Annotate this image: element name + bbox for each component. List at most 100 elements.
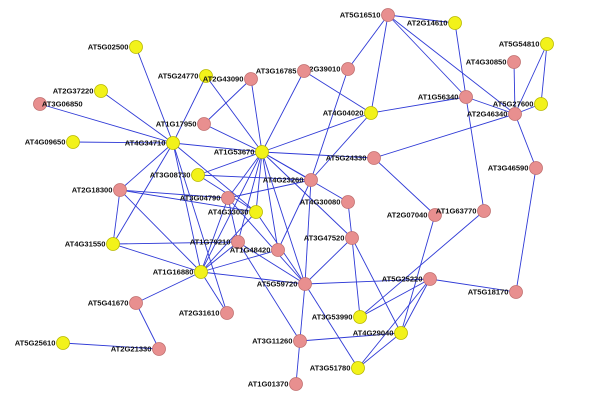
node-AT5G25610[interactable]: AT5G25610 <box>15 336 70 350</box>
node-circle-AT3G47520[interactable] <box>345 231 359 245</box>
node-circle-AT2G18300[interactable] <box>113 183 127 197</box>
node-circle-AT4G31550[interactable] <box>106 237 120 251</box>
node-AT3G51780[interactable]: AT3G51780 <box>310 361 365 375</box>
node-circle-AT5G02500[interactable] <box>129 40 143 54</box>
node-circle-AT3G08730[interactable] <box>191 168 205 182</box>
node-circle-AT1G17950[interactable] <box>197 117 211 131</box>
node-circle-AT5G54810[interactable] <box>540 37 554 51</box>
node-circle-AT4G34710[interactable] <box>166 136 180 150</box>
node-AT5G24770[interactable]: AT5G24770 <box>158 69 213 83</box>
node-AT1G56340[interactable]: AT1G56340 <box>418 90 473 104</box>
node-AT4G23260[interactable]: AT4G23260 <box>263 173 318 187</box>
node-AT4G30850[interactable]: AT4G30850 <box>466 55 521 69</box>
edge-AT2G46340-AT3G46590 <box>514 113 537 169</box>
node-AT2G39010[interactable]: AT2G39010 <box>300 62 355 76</box>
edge-AT1G16880-AT5G59720 <box>200 271 306 285</box>
node-circle-AT3G53990[interactable] <box>353 310 367 324</box>
node-circle-AT3G11260[interactable] <box>293 334 307 348</box>
node-circle-AT3G51780[interactable] <box>351 361 365 375</box>
node-circle-AT2G43090[interactable] <box>244 72 258 86</box>
node-AT2G21330[interactable]: AT2G21330 <box>111 342 166 356</box>
node-circle-AT3G04790[interactable] <box>221 191 235 205</box>
node-circle-AT2G46340[interactable] <box>508 107 522 121</box>
node-circle-AT5G24770[interactable] <box>199 69 213 83</box>
node-circle-AT1G79210[interactable] <box>231 235 245 249</box>
node-AT3G53990[interactable]: AT3G53990 <box>312 310 367 324</box>
node-AT5G59720[interactable]: AT5G59720 <box>257 277 312 291</box>
node-circle-AT4G30080[interactable] <box>341 195 355 209</box>
node-circle-AT1G56340[interactable] <box>459 90 473 104</box>
node-circle-AT5G41670[interactable] <box>129 296 143 310</box>
node-AT4G09650[interactable]: AT4G09650 <box>25 135 80 149</box>
node-circle-AT1G16880[interactable] <box>194 265 208 279</box>
node-AT1G63770[interactable]: AT1G63770 <box>436 204 491 218</box>
node-AT4G30080[interactable]: AT4G30080 <box>300 195 355 209</box>
node-AT5G18170[interactable]: AT5G18170 <box>468 285 523 299</box>
edge-AT3G46590-AT5G18170 <box>515 167 537 293</box>
node-circle-AT5G24330[interactable] <box>367 151 381 165</box>
edge-AT2G14610-AT1G56340 <box>454 22 467 98</box>
node-circle-AT4G23260[interactable] <box>304 173 318 187</box>
node-AT3G08730[interactable]: AT3G08730 <box>150 168 205 182</box>
node-circle-AT5G59720[interactable] <box>298 277 312 291</box>
node-circle-AT5G25220[interactable] <box>423 272 437 286</box>
node-circle-AT4G30850[interactable] <box>507 55 521 69</box>
node-AT2G37220[interactable]: AT2G37220 <box>53 84 108 98</box>
node-AT1G17950[interactable]: AT1G17950 <box>156 117 211 131</box>
node-circle-AT3G46590[interactable] <box>529 161 543 175</box>
node-circle-AT1G48420[interactable] <box>271 243 285 257</box>
node-circle-AT2G14610[interactable] <box>448 16 462 30</box>
node-AT4G34710[interactable]: AT4G34710 <box>125 136 180 150</box>
node-AT3G16785[interactable]: AT3G16785 <box>256 64 311 78</box>
node-circle-AT4G29040[interactable] <box>394 326 408 340</box>
edge-AT2G46340-AT5G24330 <box>373 113 516 159</box>
node-AT5G41670[interactable]: AT5G41670 <box>88 296 143 310</box>
node-AT4G31550[interactable]: AT4G31550 <box>65 237 120 251</box>
node-circle-AT5G25610[interactable] <box>56 336 70 350</box>
node-label-AT3G53990: AT3G53990 <box>312 313 353 322</box>
node-AT1G16880[interactable]: AT1G16880 <box>153 265 208 279</box>
node-circle-AT5G18170[interactable] <box>509 285 523 299</box>
node-label-AT5G27600: AT5G27600 <box>493 100 534 109</box>
node-circle-AT2G07040[interactable] <box>428 208 442 222</box>
node-AT2G46340[interactable]: AT2G46340 <box>467 107 522 121</box>
node-circle-AT4G04020[interactable] <box>364 106 378 120</box>
node-circle-AT1G01370[interactable] <box>289 377 303 391</box>
node-AT5G27600[interactable]: AT5G27600 <box>493 97 548 111</box>
node-AT3G47520[interactable]: AT3G47520 <box>304 231 359 245</box>
node-AT2G07040[interactable]: AT2G07040 <box>387 208 442 222</box>
node-circle-AT2G21330[interactable] <box>152 342 166 356</box>
node-circle-AT1G63770[interactable] <box>477 204 491 218</box>
node-circle-AT4G09650[interactable] <box>66 135 80 149</box>
node-AT2G14610[interactable]: AT2G14610 <box>407 16 462 30</box>
node-AT5G25220[interactable]: AT5G25220 <box>382 272 437 286</box>
node-AT1G53670[interactable]: AT1G53670 <box>214 145 269 159</box>
node-AT1G01370[interactable]: AT1G01370 <box>248 377 303 391</box>
node-AT5G24330[interactable]: AT5G24330 <box>326 151 381 165</box>
node-AT3G06850[interactable]: AT3G06850 <box>33 97 83 111</box>
node-circle-AT5G16510[interactable] <box>381 8 395 22</box>
node-AT5G02500[interactable]: AT5G02500 <box>88 40 143 54</box>
node-AT2G43090[interactable]: AT2G43090 <box>203 72 258 86</box>
node-circle-AT2G31610[interactable] <box>220 306 234 320</box>
node-circle-AT2G39010[interactable] <box>341 62 355 76</box>
node-AT4G29040[interactable]: AT4G29040 <box>353 326 408 340</box>
node-AT2G31610[interactable]: AT2G31610 <box>179 306 234 320</box>
node-AT5G16510[interactable]: AT5G16510 <box>340 8 395 22</box>
node-AT4G04020[interactable]: AT4G04020 <box>323 106 378 120</box>
node-AT3G46590[interactable]: AT3G46590 <box>488 161 543 175</box>
node-circle-AT2G37220[interactable] <box>94 84 108 98</box>
node-AT3G11260[interactable]: AT3G11260 <box>252 334 307 348</box>
node-circle-AT1G53670[interactable] <box>255 145 269 159</box>
node-circle-AT3G06850[interactable] <box>33 97 47 111</box>
node-circle-AT5G27600[interactable] <box>534 97 548 111</box>
node-AT1G79210[interactable]: AT1G79210 <box>190 235 245 249</box>
node-AT3G04790[interactable]: AT3G04790 <box>180 191 235 205</box>
node-AT1G48420[interactable]: AT1G48420 <box>230 243 285 257</box>
node-circle-AT3G16785[interactable] <box>297 64 311 78</box>
edge-AT2G39010-AT4G23260 <box>310 68 349 181</box>
node-AT5G54810[interactable]: AT5G54810 <box>499 37 554 51</box>
node-AT4G33030[interactable]: AT4G33030 <box>208 205 263 219</box>
node-circle-AT4G33030[interactable] <box>249 205 263 219</box>
node-AT2G18300[interactable]: AT2G18300 <box>72 183 127 197</box>
